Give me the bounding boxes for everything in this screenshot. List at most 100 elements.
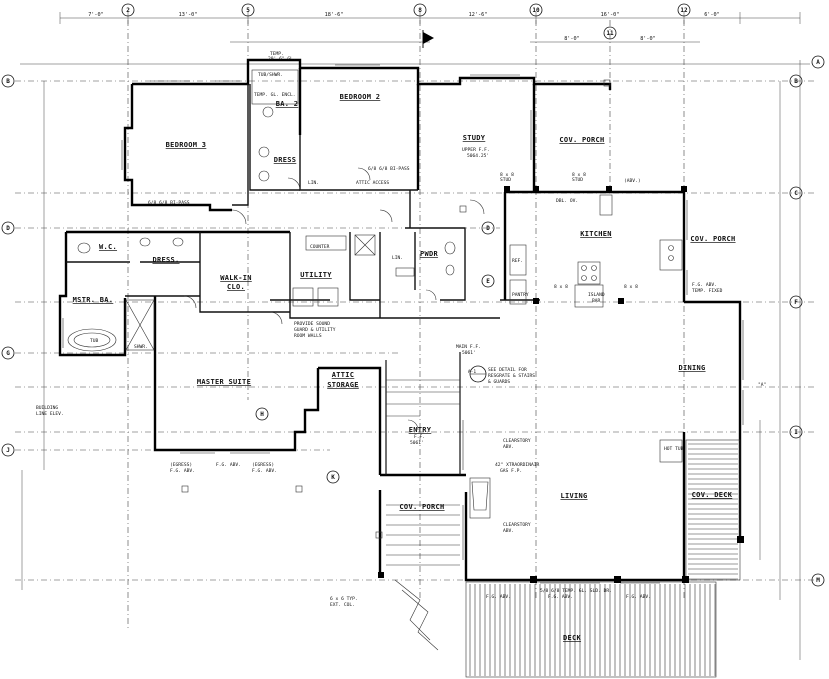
room-label-cov-porch: COV. PORCH <box>690 235 735 243</box>
note-text: 6 x 6 TYP. <box>330 596 358 602</box>
grid-bubble: 8 <box>413 3 427 17</box>
note-text: SEE DETAIL FOR <box>488 367 527 373</box>
note-text: CLEARSTORY <box>503 522 531 528</box>
grid-label: K <box>331 474 335 481</box>
note-text: 6/8 6/8 BI-PASS <box>148 200 190 206</box>
note-text: F.G. ABV. <box>252 468 277 474</box>
note-text: SHWR. <box>134 344 148 350</box>
room-label-dining: DINING <box>678 364 705 372</box>
windows <box>62 64 744 584</box>
note-text: 8 x 8 <box>500 172 514 178</box>
room-label-entry: ENTRY <box>409 426 432 434</box>
room-label-attic: ATTIC <box>332 371 355 379</box>
grid-label: D <box>6 225 10 232</box>
room-label-storage: STORAGE <box>327 381 359 389</box>
note-text: TEMP. GL. ENCL. <box>254 92 296 98</box>
dimension-label: 8'-0" <box>640 36 656 42</box>
grid-bubble: D <box>481 221 495 235</box>
room-label-ba2: BA. 2 <box>276 100 299 108</box>
note-text: (ABV.) <box>624 178 641 184</box>
room-label-utility: UTILITY <box>300 271 332 279</box>
note-text: GAS F.P. <box>500 468 522 474</box>
note-text: 5061' <box>462 350 476 356</box>
note-text: ATTIC ACCESS <box>356 180 389 186</box>
dimension-label: 6'-0" <box>704 12 720 18</box>
note-text: GUARD & UTILITY <box>294 327 336 333</box>
grid-bubbles-top: 2 5 8 10 11 12 <box>121 3 691 40</box>
grid-label: 5 <box>246 7 250 14</box>
note-text: F.G. ABV. <box>548 594 573 600</box>
note-text: STUD <box>572 177 583 183</box>
note-text: ABV. <box>503 528 514 534</box>
grid-bubble: 2 <box>121 3 135 17</box>
room-label-walkin: WALK-IN <box>220 274 252 282</box>
room-label-clo: CLO. <box>227 283 245 291</box>
note-text: F.G. ABV. <box>486 594 511 600</box>
grid-bubble: K <box>326 470 340 484</box>
dimension-label: 13'-0" <box>179 12 198 18</box>
note-text: BUILDING <box>36 405 58 411</box>
note-text: TUB <box>90 338 99 344</box>
deck-hatch <box>465 439 741 678</box>
dimension-labels: 7'-0" 13'-0" 18'-6" 12'-6" 16'-0" 8'-0" … <box>88 12 720 42</box>
grid-bubble: M <box>811 573 825 587</box>
note-text: (EGRESS) <box>252 462 274 468</box>
note-text: LINE ELEV. <box>36 411 64 417</box>
grid-bubble: A <box>811 55 825 69</box>
grid-label: 8 <box>418 7 422 14</box>
note-text: COUNTER <box>310 244 330 250</box>
dimension-label: 12'-6" <box>469 12 488 18</box>
note-text: 6/8 6/8 BI-PASS <box>368 166 410 172</box>
fixtures <box>67 69 683 519</box>
note-text: 8 x 8 <box>624 284 638 290</box>
note-text: 20' 6" GL. <box>268 56 296 62</box>
note-text: TUB/SHWR. <box>258 72 283 78</box>
grid-label: C <box>794 190 798 197</box>
tag-bubbles: D E H K <box>255 221 495 484</box>
note-text: (EGRESS) <box>170 462 192 468</box>
note-text: LIN. <box>308 180 319 186</box>
note-text: 5064.25' <box>467 153 489 159</box>
room-label-living: LIVING <box>560 492 587 500</box>
note-text: F.G. ABV. <box>216 462 241 468</box>
grid-bubble: H <box>255 407 269 421</box>
note-text: "A" <box>758 382 766 388</box>
room-label-cov-deck: COV. DECK <box>692 491 733 499</box>
dimension-label: 8'-0" <box>564 36 580 42</box>
door-swings <box>183 167 485 431</box>
note-text: REF. <box>512 258 523 264</box>
note-text: BAR <box>592 298 601 304</box>
note-text: RESGRATE & STAIRS <box>488 373 535 379</box>
room-label-mstr-ba: MSTR. BA. <box>73 296 114 304</box>
note-text: UPPER F.F. <box>462 147 490 153</box>
note-text: HOT TUB <box>664 446 684 452</box>
columns <box>181 79 744 583</box>
grid-label: E <box>486 278 490 285</box>
note-text: A-1 <box>468 369 477 375</box>
grid-bubble: 10 <box>529 3 543 17</box>
room-label-wc: W.C. <box>99 243 117 251</box>
grid-bubbles-right: A B C F I M <box>789 55 825 587</box>
dimension-label: 16'-0" <box>601 12 620 18</box>
note-text: TEMP. <box>270 51 284 57</box>
grid-bubble: 12 <box>677 3 691 17</box>
grid-label: D <box>486 225 490 232</box>
grid-bubbles-left: B D G J <box>1 74 15 457</box>
grid-label: B <box>6 78 10 85</box>
grid-bubble: F <box>789 295 803 309</box>
grid-label: G <box>6 350 10 357</box>
note-text: TEMP. FIXED <box>692 288 723 294</box>
north-arrow-icon <box>422 30 434 48</box>
grid-label: 12 <box>680 7 688 14</box>
grid-bubble: 11 <box>603 26 617 40</box>
grid-label: H <box>260 411 264 418</box>
dimension-label: 7'-0" <box>88 12 104 18</box>
note-text: 8 x 8 <box>554 284 568 290</box>
top-dimensions <box>20 12 810 660</box>
note-text: F.G. ABV. <box>692 282 717 288</box>
grid-bubble: G <box>1 346 15 360</box>
interior-walls <box>66 84 540 475</box>
room-label-kitchen: KITCHEN <box>580 230 612 238</box>
